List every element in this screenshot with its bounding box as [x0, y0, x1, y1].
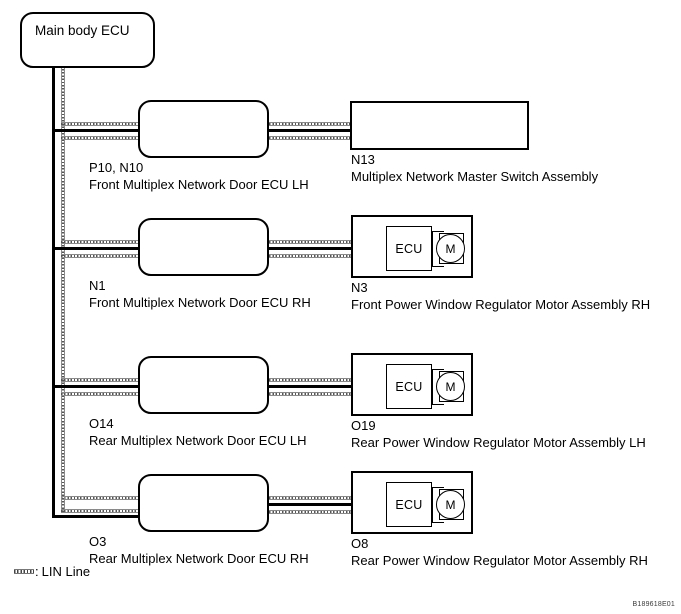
inner-ecu-rear-rh: ECU [386, 482, 432, 527]
solid-link-row4-right [266, 503, 352, 506]
legend-label: LIN Line [41, 564, 91, 579]
solid-link-row2-right [266, 247, 352, 250]
solid-branch-row4-left [52, 515, 142, 518]
legend: : LIN Line [14, 564, 90, 579]
node-front-door-ecu-lh[interactable] [138, 100, 269, 158]
motor-lead-top-rear-lh [432, 369, 444, 371]
motor-circle-rear-lh: M [436, 372, 465, 401]
node-rear-door-ecu-rh[interactable] [138, 474, 269, 532]
lin-branch-row4-lower [61, 509, 141, 513]
code-rear-motor-assembly-rh: O8 [351, 536, 369, 551]
reference-code: B189618E01 [632, 601, 675, 608]
motor-symbol-rear-lh: M [431, 363, 473, 410]
motor-lead-left-rear-lh [432, 369, 434, 405]
node-rear-motor-assembly-rh[interactable]: ECU M [351, 471, 473, 534]
motor-circle-rear-rh: M [436, 490, 465, 519]
inner-ecu-rear-lh: ECU [386, 364, 432, 409]
motor-symbol-rear-rh: M [431, 481, 473, 528]
code-rear-door-ecu-lh: O14 [89, 416, 114, 431]
node-rear-motor-assembly-lh[interactable]: ECU M [351, 353, 473, 416]
lin-branch-row4-drop [61, 496, 65, 512]
motor-lead-bottom-rear-lh [432, 404, 444, 406]
motor-lead-top-front-rh [432, 231, 444, 233]
desc-rear-motor-assembly-lh: Rear Power Window Regulator Motor Assemb… [351, 434, 646, 450]
solid-link-row1-right [266, 129, 352, 132]
desc-rear-door-ecu-rh: Rear Multiplex Network Door ECU RH [89, 550, 309, 566]
motor-symbol-front-rh: M [431, 225, 473, 272]
node-front-motor-assembly-rh[interactable]: ECU M [351, 215, 473, 278]
motor-lead-top-rear-rh [432, 487, 444, 489]
node-front-door-ecu-rh[interactable] [138, 218, 269, 276]
desc-rear-motor-assembly-rh: Rear Power Window Regulator Motor Assemb… [351, 552, 648, 568]
code-master-switch-assembly: N13 [351, 152, 375, 167]
node-master-switch-assembly[interactable] [350, 101, 529, 150]
caption-rear-motor-assembly-rh: O8 Rear Power Window Regulator Motor Ass… [351, 536, 648, 569]
node-rear-door-ecu-lh[interactable] [138, 356, 269, 414]
lin-line-symbol-icon [14, 569, 34, 574]
lin-link-row3-right-lower [266, 392, 352, 396]
desc-front-motor-assembly-rh: Front Power Window Regulator Motor Assem… [351, 296, 651, 312]
lin-branch-row1-left [61, 122, 141, 126]
caption-front-door-ecu-lh: P10, N10 Front Multiplex Network Door EC… [89, 160, 309, 193]
caption-rear-door-ecu-rh: O3 Rear Multiplex Network Door ECU RH [89, 534, 309, 567]
lin-link-row4-right-lower [266, 510, 352, 514]
solid-branch-row1-left [52, 129, 142, 132]
node-main-body-ecu-title: Main body ECU [35, 23, 130, 38]
desc-master-switch-assembly: Multiplex Network Master Switch Assembly [351, 168, 599, 184]
solid-link-row3-right [266, 385, 352, 388]
main-bus-vertical-solid [52, 66, 55, 518]
desc-rear-door-ecu-lh: Rear Multiplex Network Door ECU LH [89, 432, 307, 448]
caption-rear-motor-assembly-lh: O19 Rear Power Window Regulator Motor As… [351, 418, 646, 451]
caption-master-switch-assembly: N13 Multiplex Network Master Switch Asse… [351, 152, 598, 185]
solid-branch-row3-left [52, 385, 142, 388]
code-front-motor-assembly-rh: N3 [351, 280, 368, 295]
caption-front-motor-assembly-rh: N3 Front Power Window Regulator Motor As… [351, 280, 650, 313]
lin-branch-row2-left [61, 240, 141, 244]
desc-front-door-ecu-lh: Front Multiplex Network Door ECU LH [89, 176, 309, 192]
lin-link-row4-right [266, 496, 352, 500]
code-rear-motor-assembly-lh: O19 [351, 418, 376, 433]
caption-front-door-ecu-rh: N1 Front Multiplex Network Door ECU RH [89, 278, 311, 311]
lin-link-row2-right-lower [266, 254, 352, 258]
inner-ecu-front-rh: ECU [386, 226, 432, 271]
lin-link-row1-right [266, 122, 352, 126]
motor-lead-bottom-front-rh [432, 266, 444, 268]
lin-branch-row3-lower [61, 392, 141, 396]
caption-rear-door-ecu-lh: O14 Rear Multiplex Network Door ECU LH [89, 416, 306, 449]
motor-lead-left-rear-rh [432, 487, 434, 523]
node-main-body-ecu[interactable]: Main body ECU [20, 12, 155, 68]
lin-link-row1-right-lower [266, 136, 352, 140]
motor-lead-left-front-rh [432, 231, 434, 267]
legend-separator: : [35, 564, 39, 579]
solid-branch-row2-left [52, 247, 142, 250]
lin-branch-row4-left [61, 496, 141, 500]
code-rear-door-ecu-rh: O3 [89, 534, 107, 549]
lin-branch-row2-lower [61, 254, 141, 258]
code-front-door-ecu-lh: P10, N10 [89, 160, 144, 175]
motor-circle-front-rh: M [436, 234, 465, 263]
lin-link-row2-right [266, 240, 352, 244]
lin-branch-row1-lower [61, 136, 141, 140]
main-bus-vertical-lin [61, 66, 65, 496]
code-front-door-ecu-rh: N1 [89, 278, 106, 293]
lin-link-row3-right [266, 378, 352, 382]
lin-branch-row3-left [61, 378, 141, 382]
desc-front-door-ecu-rh: Front Multiplex Network Door ECU RH [89, 294, 311, 310]
motor-lead-bottom-rear-rh [432, 522, 444, 524]
